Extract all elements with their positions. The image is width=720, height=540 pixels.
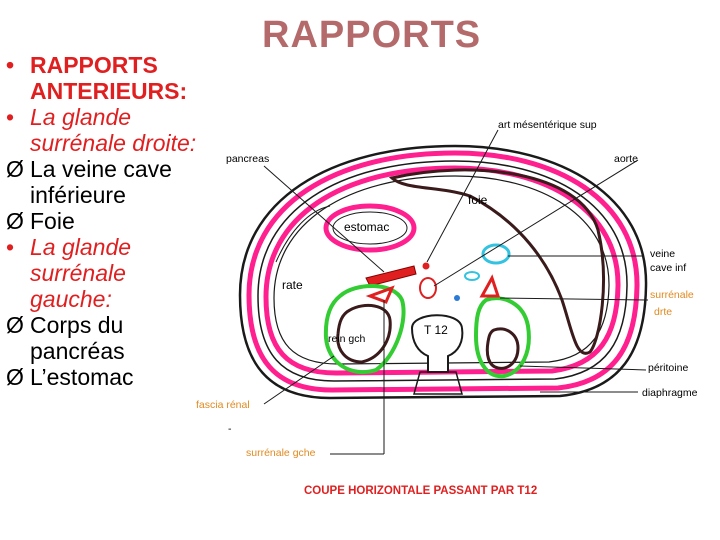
right-kidney-fascia	[473, 296, 531, 379]
label-rate: rate	[282, 278, 303, 292]
left-adrenal	[365, 285, 395, 304]
bullet-marker: Ø	[6, 208, 24, 234]
label-peritoine: péritoine	[648, 362, 688, 374]
bullet-marker: Ø	[6, 312, 24, 338]
vein-small	[464, 271, 480, 281]
label-dash: -	[228, 423, 232, 435]
right-adrenal	[479, 274, 501, 298]
label-diaphragme: diaphragme	[642, 387, 698, 399]
vena-cava-shape	[481, 243, 511, 265]
bullet-marker: •	[6, 234, 15, 260]
vertebra-arch	[413, 371, 463, 395]
bullet-text: La glande surrénale droite:	[30, 104, 197, 156]
vein-dot	[454, 295, 460, 301]
bullet-text: La glande surrénale gauche:	[30, 234, 132, 312]
aorta-shape	[419, 277, 437, 299]
label-foie: foie	[468, 193, 488, 207]
pancreas-shape	[365, 265, 417, 287]
bullet-item: • La glande surrénale droite:	[4, 104, 204, 156]
label-veine-cave-line2: cave inf	[650, 262, 686, 274]
leader-lines	[263, 129, 649, 455]
label-veine-cave-line1: veine	[650, 248, 675, 260]
bullet-text: Corps du pancréas	[30, 312, 125, 364]
label-surrenale-drte-line1: surrénale	[650, 289, 694, 301]
stomach-inner	[332, 211, 408, 245]
slide-title: RAPPORTS	[262, 14, 482, 56]
label-surrenale-drte-line2: drte	[654, 306, 672, 318]
bullet-marker: •	[6, 104, 15, 130]
bullet-marker: •	[6, 52, 15, 78]
spleen-outline	[275, 205, 331, 263]
right-kidney	[485, 327, 520, 370]
diagram-caption: COUPE HORIZONTALE PASSANT PAR T12	[304, 485, 537, 497]
bullet-text: La veine cave inférieure	[30, 156, 172, 208]
label-pancreas: pancreas	[226, 153, 269, 165]
label-aorte: aorte	[614, 153, 638, 165]
bullet-text: Foie	[30, 208, 75, 234]
label-surrenale-gche: surrénale gche	[246, 447, 316, 459]
left-kidney	[336, 303, 392, 364]
bullet-text: RAPPORTS ANTERIEURS:	[30, 52, 188, 104]
bullet-item: • RAPPORTS ANTERIEURS:	[4, 52, 204, 104]
stomach-shape	[323, 203, 417, 253]
vertebra-t12	[410, 314, 464, 373]
artery-dot	[422, 262, 430, 270]
bullet-item: • La glande surrénale gauche:	[4, 234, 204, 312]
bullet-marker: Ø	[6, 364, 24, 390]
label-estomac: estomac	[344, 220, 389, 234]
label-t12: T 12	[424, 323, 448, 337]
bullet-list: • RAPPORTS ANTERIEURS: • La glande surréna…	[4, 52, 204, 390]
label-rein-gch: rein gch	[328, 333, 366, 345]
label-art-mesenterique: art mésentérique sup	[498, 119, 597, 131]
bullet-text: L’estomac	[30, 364, 134, 390]
liver-shape	[388, 168, 605, 355]
label-fascia-renal: fascia rénal	[196, 399, 250, 411]
bullet-marker: Ø	[6, 156, 24, 182]
